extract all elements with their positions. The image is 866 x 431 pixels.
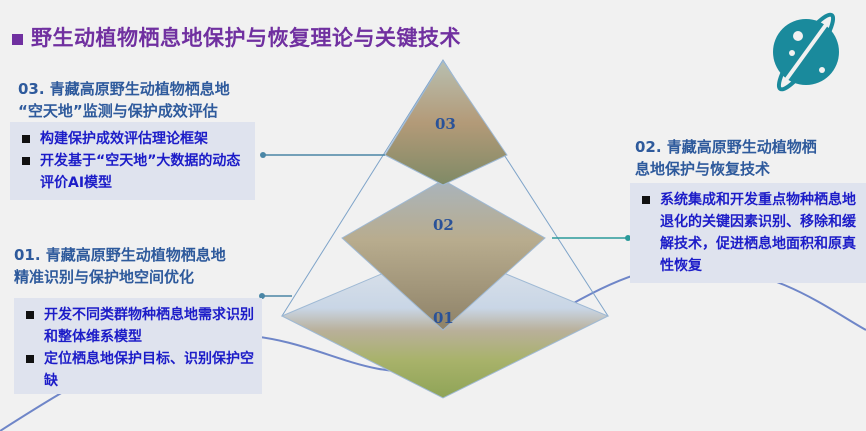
- list-item: 定位栖息地保护目标、识别保护空缺: [22, 348, 254, 392]
- list-item: 开发不同类群物种栖息地需求识别和整体维系模型: [22, 304, 254, 348]
- planet-logo-icon: [773, 12, 839, 92]
- slide-title: 野生动植物栖息地保护与恢复理论与关键技术: [12, 22, 461, 52]
- layer-label-01: 01: [433, 309, 454, 327]
- layer-label-03: 03: [435, 115, 456, 133]
- section-02-box: 系统集成和开发重点物种栖息地退化的关键因素识别、移除和缓解技术，促进栖息地面积和…: [630, 183, 866, 283]
- layer-label-02: 02: [433, 216, 454, 234]
- layer-03-image: [384, 60, 508, 186]
- layer-02-image: [341, 179, 546, 331]
- section-03-heading: 03. 青藏高原野生动植物栖息地 “空天地”监测与保护成效评估: [18, 80, 230, 120]
- section-01-box: 开发不同类群物种栖息地需求识别和整体维系模型 定位栖息地保护目标、识别保护空缺: [14, 298, 262, 394]
- list-item: 构建保护成效评估理论框架: [18, 128, 247, 150]
- list-item: 系统集成和开发重点物种栖息地退化的关键因素识别、移除和缓解技术，促进栖息地面积和…: [638, 189, 858, 277]
- section-03-box: 构建保护成效评估理论框架 开发基于“空天地”大数据的动态评价AI模型: [10, 122, 255, 200]
- list-item: 开发基于“空天地”大数据的动态评价AI模型: [18, 150, 247, 194]
- section-02-heading: 02. 青藏高原野生动植物栖 息地保护与恢复技术: [635, 138, 817, 178]
- section-01-heading: 01. 青藏高原野生动植物栖息地 精准识别与保护地空间优化: [14, 246, 226, 286]
